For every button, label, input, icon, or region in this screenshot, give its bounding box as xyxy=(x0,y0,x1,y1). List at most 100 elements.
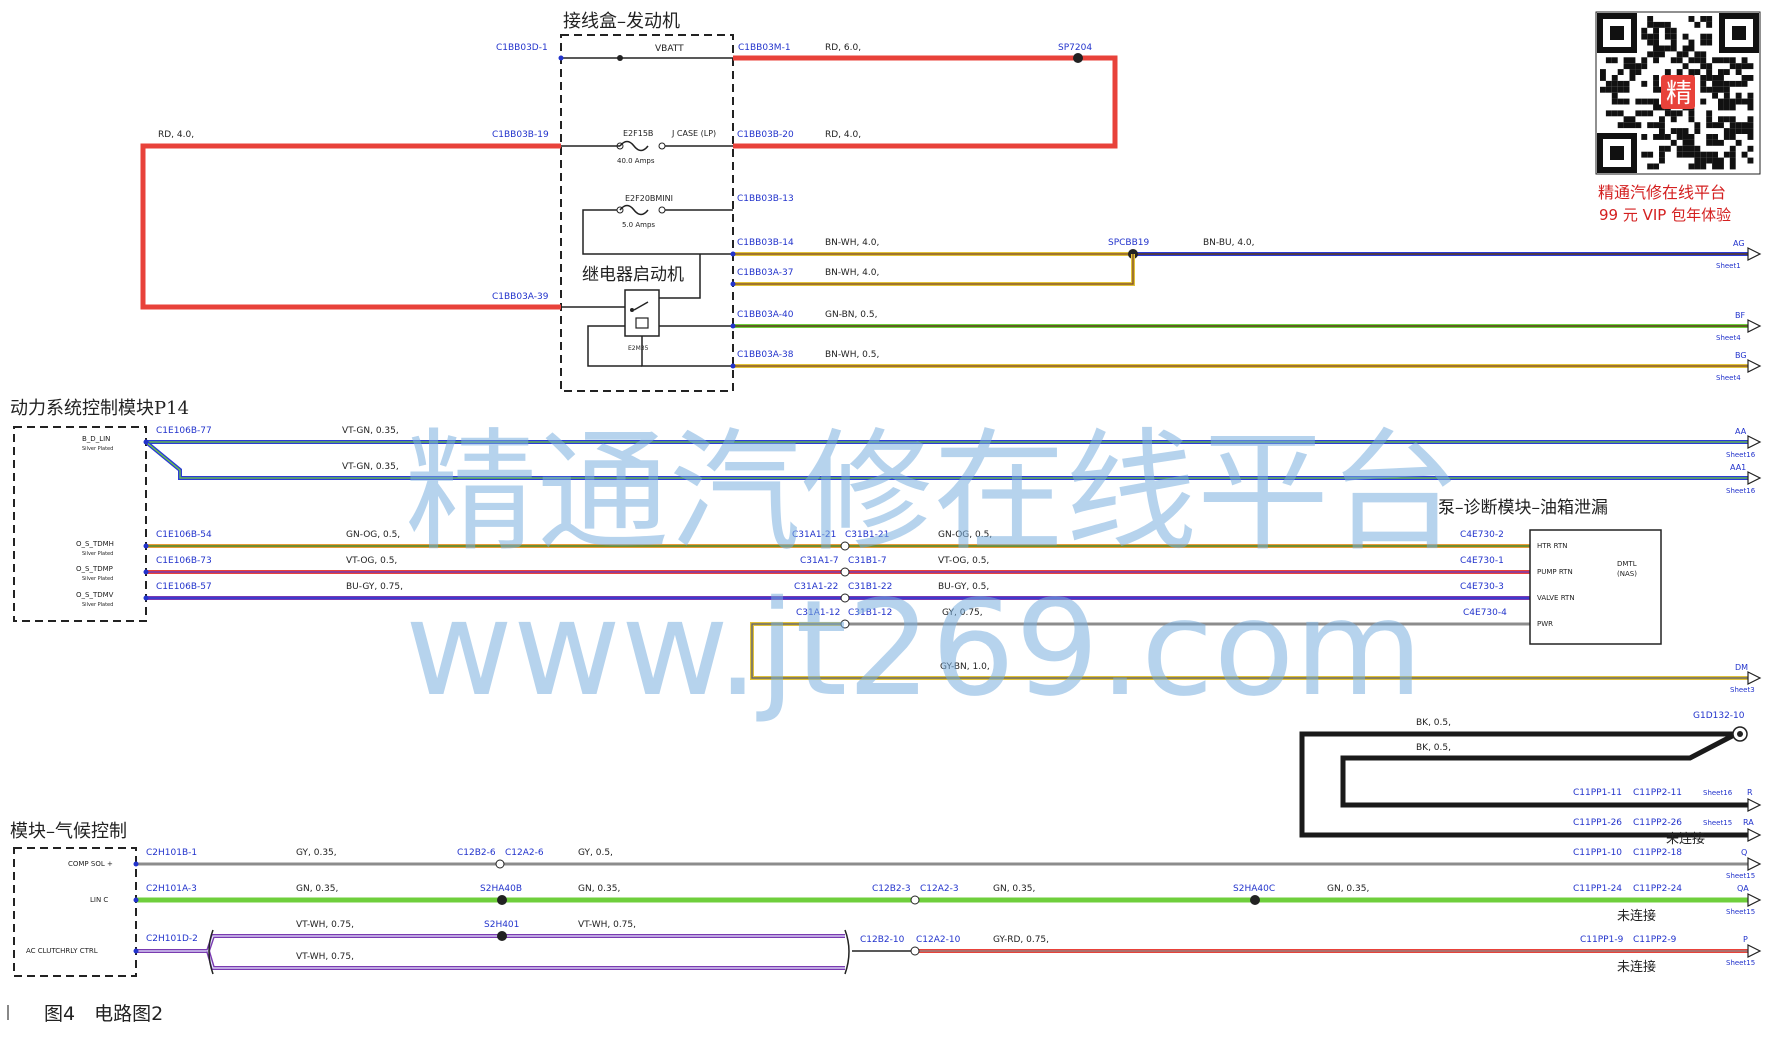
wire-label-rd60: RD, 6.0, xyxy=(825,43,861,53)
pin-plated-1: Silver Plated xyxy=(82,446,113,452)
pin-o-s-tdmv: O_S_TDMV xyxy=(76,591,114,599)
wire-label-bnwh05: BN-WH, 0.5, xyxy=(825,350,879,360)
conn-c4e730-3: C4E730-3 xyxy=(1460,582,1504,592)
pin-valve-rtn: VALVE RTN xyxy=(1537,594,1575,602)
offsheet-bg-icon xyxy=(1747,359,1762,373)
wire-label-gn035d: GN, 0.35, xyxy=(1327,884,1369,894)
conn-c31b1-22: C31B1-22 xyxy=(848,582,892,592)
wire-label-vtwh075b: VT-WH, 0.75, xyxy=(578,920,636,930)
conn-c11pp1-26: C11PP1-26 xyxy=(1573,818,1622,828)
conn-c1bb03b-19: C1BB03B-19 xyxy=(492,130,549,140)
conn-c12a2-10: C12A2-10 xyxy=(916,935,961,945)
not-connected-3: 未连接 xyxy=(1617,959,1656,975)
wire-label-gy05: GY, 0.5, xyxy=(578,848,613,858)
climate-title: 模块–气候控制 xyxy=(10,821,127,842)
pump-module-title: 泵–诊断模块–油箱泄漏 xyxy=(1438,498,1608,518)
wire-label-bnwh40a: BN-WH, 4.0, xyxy=(825,238,879,248)
offsheet-r-icon xyxy=(1747,798,1762,812)
conn-g1d132-10: G1D132-10 xyxy=(1693,711,1745,721)
offsheet-qa: QA xyxy=(1737,884,1749,893)
conn-c11pp2-11: C11PP2-11 xyxy=(1633,788,1682,798)
nas-label: (NAS) xyxy=(1617,570,1637,578)
pcm-outline xyxy=(13,426,147,622)
wire-label-gnbn05: GN-BN, 0.5, xyxy=(825,310,877,320)
vbatt-label: VBATT xyxy=(655,44,684,54)
not-connected-1: 未连接 xyxy=(1666,831,1705,847)
conn-c1bb03a-37: C1BB03A-37 xyxy=(737,268,793,278)
offsheet-p: P xyxy=(1743,935,1748,944)
wire-label-gy035: GY, 0.35, xyxy=(296,848,337,858)
offsheet-p-icon xyxy=(1747,944,1762,958)
fuse-e2f20-icon xyxy=(619,204,649,216)
splice-s2h401 xyxy=(497,931,507,941)
junction-box-section: 接线盒–发动机 VBATT C1BB03D-1 C1BB03M-1 RD, 6.… xyxy=(140,11,1762,392)
splice-sp7204 xyxy=(1073,53,1083,63)
conn-c1bb03a-40: C1BB03A-40 xyxy=(737,310,794,320)
pin-lin-c: LIN C xyxy=(90,896,108,904)
conn-c11pp1-9: C11PP1-9 xyxy=(1580,935,1624,945)
conn-c31a1-21: C31A1-21 xyxy=(792,530,836,540)
conn-c31a1-22: C31A1-22 xyxy=(794,582,838,592)
wire-label-vtgn035b: VT-GN, 0.35, xyxy=(342,462,399,472)
fuse-40a-label: 40.0 Amps xyxy=(617,157,655,165)
pin-plated-3: Silver Plated xyxy=(82,576,113,582)
wire-label-bugy075: BU-GY, 0.75, xyxy=(346,582,403,592)
climate-outline xyxy=(13,847,137,977)
wire-label-vtwh075a: VT-WH, 0.75, xyxy=(296,920,354,930)
offsheet-aa-icon xyxy=(1747,435,1762,449)
sheet15a-ref: Sheet15 xyxy=(1703,819,1732,827)
splice-label-spcbb19: SPCBB19 xyxy=(1108,238,1149,248)
sheet16b-ref: Sheet16 xyxy=(1726,487,1756,495)
relay-icon xyxy=(624,289,660,337)
offsheet-q: Q xyxy=(1741,848,1747,857)
conn-c4e730-4: C4E730-4 xyxy=(1463,608,1507,618)
offsheet-r: R xyxy=(1747,788,1753,797)
conn-c1e106b-73: C1E106B-73 xyxy=(156,556,212,566)
offsheet-dm-icon xyxy=(1747,671,1762,685)
offsheet-ra-icon xyxy=(1747,828,1762,842)
offsheet-qa-icon xyxy=(1747,893,1762,907)
offsheet-ra: RA xyxy=(1743,818,1754,827)
dmtl-label: DMTL xyxy=(1617,560,1637,568)
sheet4b-ref: Sheet4 xyxy=(1716,374,1741,382)
wire-label-vtog05a: VT-OG, 0.5, xyxy=(346,556,397,566)
offsheet-aa1: AA1 xyxy=(1730,463,1746,472)
wire-rd-6 xyxy=(733,55,1118,149)
conn-c11pp1-24: C11PP1-24 xyxy=(1573,884,1622,894)
splice-label-sp7204: SP7204 xyxy=(1058,43,1092,53)
sheet3-ref: Sheet3 xyxy=(1730,686,1755,694)
wire-label-gyrd075: GY-RD, 0.75, xyxy=(993,935,1049,945)
conn-c12b2-10: C12B2-10 xyxy=(860,935,905,945)
splice-label-s2ha40b: S2HA40B xyxy=(480,884,522,894)
fuse-e2f15b-icon xyxy=(619,140,649,152)
conn-c1bb03m-1: C1BB03M-1 xyxy=(738,43,791,53)
pin-b-d-lin: B_D_LIN xyxy=(82,435,110,443)
conn-c31b1-12: C31B1-12 xyxy=(848,608,892,618)
relay-label: E2M35 xyxy=(628,345,649,352)
splice-label-s2h401: S2H401 xyxy=(484,920,519,930)
offsheet-ag: AG xyxy=(1733,239,1745,248)
wire-label-bk05b: BK, 0.5, xyxy=(1416,743,1451,753)
offsheet-bf: BF xyxy=(1735,311,1745,320)
pin-pump-rtn: PUMP RTN xyxy=(1537,568,1573,576)
wire-rd-4-left xyxy=(140,143,561,310)
conn-c1bb03a-39: C1BB03A-39 xyxy=(492,292,549,302)
watermark-cn: 精通汽修在线平台 xyxy=(405,416,1461,570)
jcase-label: J CASE (LP) xyxy=(671,129,716,138)
splice-label-s2ha40c: S2HA40C xyxy=(1233,884,1275,894)
wire-label-gnog05b: GN-OG, 0.5, xyxy=(938,530,992,540)
sheet16c-ref: Sheet16 xyxy=(1703,789,1733,797)
offsheet-aa: AA xyxy=(1735,427,1747,436)
pcm-title: 动力系统控制模块P14 xyxy=(10,398,189,419)
pin-htr-rtn: HTR RTN xyxy=(1537,542,1568,550)
conn-c1e106b-77: C1E106B-77 xyxy=(156,426,212,436)
conn-c4e730-2: C4E730-2 xyxy=(1460,530,1504,540)
wire-label-bk05a: BK, 0.5, xyxy=(1416,718,1451,728)
conn-c1bb03b-20: C1BB03B-20 xyxy=(737,130,794,140)
conn-c11pp2-18: C11PP2-18 xyxy=(1633,848,1682,858)
offsheet-bg: BG xyxy=(1735,351,1747,360)
fuse-e2f20-label: E2F20BMINI xyxy=(625,194,673,203)
conn-c11pp1-11: C11PP1-11 xyxy=(1573,788,1622,798)
pcm-section: 动力系统控制模块P14 B_D_LIN Silver Plated O_S_TD… xyxy=(10,398,1762,694)
